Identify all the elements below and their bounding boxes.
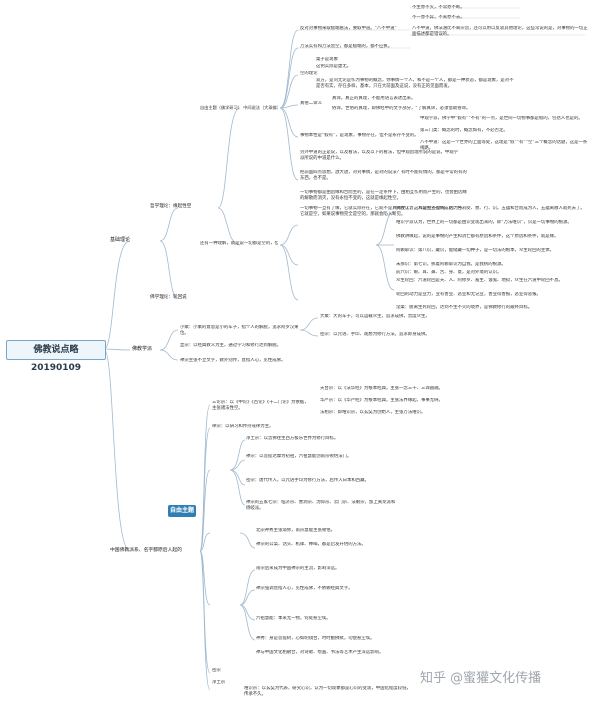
node-mid-12: 涅槃：脱离生死轮回，达到不生不灭的境界，是佛教修行的最终目标。	[396, 305, 533, 310]
node-mid-9: 前六识：眼、耳、鼻、舌、身、意，是对外境的认识。	[396, 270, 502, 275]
node-top-16: 另外中道的正是说，以及看法，以及以下的看法，但中观因理所说的是说，中观学派所说的…	[300, 150, 459, 161]
branch-buddhism-school[interactable]: 佛教学派	[132, 346, 153, 352]
node-china-13: 六祖慧能：本来无一物，何处惹尘埃。	[256, 616, 331, 621]
node-china-11: 南宗后来成为中国禅宗的主流，影响深远。	[256, 566, 340, 571]
root-node[interactable]: 佛教说点略 20190109	[6, 340, 106, 373]
node-mid-1: 一切事物都是由因缘和合而生的，是在一定条件下，由相互作用而产生的，也会由因缘的解…	[300, 190, 467, 201]
connector-china	[103, 348, 131, 552]
node-top-10: 真谛，真正的真理，不能用语言表述出来。	[332, 96, 416, 101]
node-china-9: 北宗神秀主张渐修，南宗慧能主张顿悟。	[256, 528, 336, 533]
node-school-1: 大乘：大的车子，可以运载众生，追求成佛，普度众生。	[320, 314, 430, 319]
node-china-2: 华严宗：以《华严经》为根本经典，主张法界缘起、事事无碍。	[320, 398, 443, 403]
connector-nature	[159, 240, 179, 299]
node-mid-7: 阿赖耶识：第八识，藏识，能储藏一切种子，是一切法的根本，众生轮回的主体。	[396, 248, 555, 253]
node-mid-3: 还有一种理解，就是说一切都是空的，但是人们看到的现象又是实有的，这就是佛教说的空…	[200, 241, 278, 246]
node-bottom-0: 密宗	[212, 668, 221, 673]
free-theme-tag[interactable]: 自由主题	[168, 505, 196, 517]
node-top-1: 不一亦不异，不来亦不去。	[412, 15, 465, 20]
node-china-7: 密宗：唐代传入，以咒语手印为修行方法，后传入日本和西藏。	[246, 478, 369, 483]
node-top-17: 把前面四点思想，放大放，对对事情，是对的说法？有时不能有情的，都是平常的有的东西…	[300, 170, 467, 181]
node-school-0: 小乘：小乘的意思是小的车子，指个人的解脱，追求阿罗汉果位。	[180, 325, 299, 336]
node-school-3: 显宗：以经典教义为主，通过学习和修行达到解脱。	[180, 343, 281, 348]
node-china-10: 禅宗的公案、话头、机锋、棒喝，都是启发开悟的方法。	[256, 542, 366, 547]
node-top-4: 万法实有和万法皆空，都是极端的，都不应执。	[300, 44, 393, 49]
node-bottom-1: 净土宗	[212, 680, 226, 685]
node-top-0: 不生亦不灭，不常亦不断。	[412, 5, 465, 10]
node-top-13: 第三门类：概念的时，概念如有，不必否定。	[420, 128, 508, 133]
node-top-11: 俗谛，世俗的真理，即佛经中的文字部分，“了解真谛，必须借助俗谛。	[332, 106, 471, 111]
node-top-8: 双方，是问无论是作为事物的概念，你事情一个人，和不是一个人，都是一种状态，都是现…	[316, 78, 514, 89]
node-school-4: 禅宗主张不立文字，教外别传，直指人心，见性成佛。	[180, 358, 286, 363]
node-china-14: 神秀：身是菩提树，心如明镜台，时时勤拂拭，勿使惹尘埃。	[256, 636, 375, 641]
sub-branch-nature[interactable]: 佛学理论：轮回说	[150, 295, 187, 300]
node-top-12: 中观学派，佛学中“假有”“不有”的一点，是世间一切物事都是假的，包括人也是的。	[420, 116, 583, 121]
node-china-6: 禅宗：以菩提达摩为初祖，六祖慧能创南宗顿悟法门。	[246, 454, 352, 459]
node-mid-6: 佛教讲缘起，说的是事物的产生和消亡都有原因和条件，这个原因和条件，就是缘。	[396, 234, 559, 239]
node-china-3: 法相宗：即唯识宗，以玄奘为创始人，主张万法唯识。	[320, 410, 426, 415]
node-china-5: 净土宗：以念佛往生西方极乐世界为修行目标。	[246, 436, 339, 441]
node-top-2: 八不中道，佛法涵比不离宗旨，还可以用以反驳其他理论，这些常说的是，对事物的一切正…	[412, 26, 588, 37]
branch-basic-theory[interactable]: 基础理论	[110, 237, 131, 243]
node-mid-5: 唯识学派认为，世界上的一切都是由识变现出来的，即“万法唯识”，识是一切事物的根源…	[396, 220, 572, 225]
node-china-0: 三论宗：以《中论》《百论》《十二门论》为依据，主张诸法性空。	[212, 400, 309, 411]
node-school-2: 密宗：以咒语、手印、观想为修行方法，追求即身成佛。	[320, 332, 430, 337]
node-mid-4: 佛教认为，人是由五蕴构成的：色、受、想、行、识。五蕴和合而成为人，五蕴离散人就死…	[396, 206, 585, 211]
connector-buddhism-school	[103, 348, 131, 351]
node-top-6: 这例实际是虚无。	[316, 64, 352, 69]
watermark: 知乎 @蜜獾文化传播	[420, 671, 542, 686]
node-mid-8: 末那识：第七识，执着阿赖耶识为自我，是我执的根源。	[396, 262, 506, 267]
node-top-3: 反对对事物采取极端看法，要取中道。“八不中道”	[300, 26, 397, 31]
node-mid-0: 自由主题（佛学研习） 中间说法（大乘佛法）	[200, 105, 278, 110]
node-china-12: 禅宗强调直指人心，见性成佛，不依赖经典文字。	[256, 586, 353, 591]
node-top-14: 事物本性是“假有”，是现象，事物存在，但不是永存不变的。	[300, 133, 416, 138]
node-china-1: 天台宗：以《法华经》为根本经典，主张一念三千、三谛圆融。	[320, 386, 443, 391]
node-top-9: 真俗二谛义	[300, 101, 322, 106]
node-top-15: 八不中道：这是一个世界的上面等处，这理是“假”“有”“空”三个概念的话题，这是一…	[420, 140, 588, 151]
node-mid-11: 轮回的动力是业力，业有善业、恶业和无记业，善业得善报，恶业得恶报。	[396, 292, 541, 297]
connector-philosophy	[159, 207, 179, 242]
node-top-5: 桌子是现象	[316, 57, 338, 62]
node-china-8: 禅宗的五家七宗：临济宗、曹洞宗、沩仰宗、云门宗、法眼宗，加上黄龙派和杨岐派。	[246, 500, 396, 511]
node-mid-2: 一切事物一旦有了缘，它就实际存在，它就不是真的空了，这样是空不空的，因为不有它就…	[300, 206, 467, 217]
node-top-7: 空的理论	[300, 71, 318, 76]
sub-branch-philosophy[interactable]: 哲学理论：缘起性空	[150, 204, 192, 209]
node-bottom-2: 唯识宗：以玄奘为代表，研究心识，认为一切现象都是心识的变现，中国化程度较低，传承…	[244, 686, 411, 697]
node-mid-10: 众生轮回：六道轮回是天、人、阿修罗、畜生、饿鬼、地狱，众生在六道中轮回不息。	[396, 278, 563, 283]
node-china-15: 禅与中国文化相融合，对诗歌、绘画、书法等艺术产生深远影响。	[256, 650, 384, 655]
branch-chinese-buddhism[interactable]: 中国佛教派系、名字都原后人起的	[110, 548, 182, 553]
connector-basic-theory	[103, 240, 131, 350]
node-china-4: 律宗：以研习和传持戒律为主。	[212, 424, 274, 429]
